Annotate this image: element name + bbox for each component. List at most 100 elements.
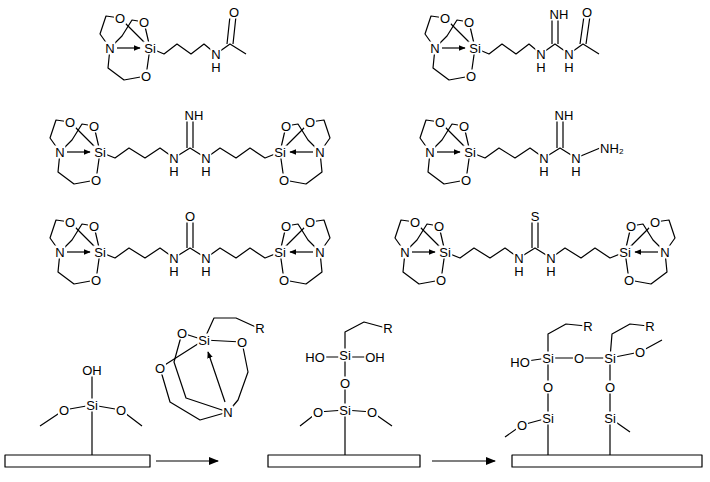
bond-line <box>228 342 248 412</box>
surface-substrate <box>268 455 420 467</box>
atom-label: O <box>280 220 292 233</box>
atom-label: H <box>168 165 179 178</box>
atom-label: H <box>513 265 524 278</box>
atom-label: H <box>200 265 211 278</box>
atom-label: O <box>604 381 616 394</box>
atom-label: H <box>538 165 549 178</box>
atom-label: H <box>570 165 581 178</box>
atom-label: O <box>236 336 248 349</box>
atom-label: O <box>64 116 76 129</box>
bond-line <box>227 16 236 44</box>
atom-label: O <box>623 274 635 287</box>
atom-label: S <box>530 210 541 223</box>
atom-label: N <box>168 152 179 165</box>
atom-label: O <box>463 16 475 29</box>
bond-line <box>204 318 258 340</box>
bond-line <box>432 460 495 461</box>
atom-label: N <box>570 152 581 165</box>
atom-label: O <box>278 174 290 187</box>
atom-label: NH <box>184 109 205 122</box>
atom-label: Si <box>603 352 617 365</box>
bond-line <box>100 148 280 158</box>
atom-label: N <box>200 252 211 265</box>
atom-label: O <box>460 174 472 187</box>
atom-label: N <box>429 42 440 55</box>
atom-label: O <box>649 216 661 229</box>
atom-label: R <box>254 322 265 335</box>
atom-label: O <box>409 216 421 229</box>
atom-label: O <box>339 377 351 390</box>
atom-label: R <box>644 320 655 333</box>
atom-label: O <box>114 12 126 25</box>
atom-label: N <box>200 152 211 165</box>
atom-label: N <box>659 246 670 259</box>
atom-label: N <box>538 152 549 165</box>
atom-label: OH <box>364 351 386 364</box>
atom-label: H <box>545 265 556 278</box>
atom-label: NH₂ <box>599 142 625 155</box>
atom-label: N <box>513 252 524 265</box>
bond-line <box>100 248 280 258</box>
atom-label: N <box>222 406 233 419</box>
atom-label: N <box>314 146 325 159</box>
atom-label: O <box>516 419 528 432</box>
atom-label: O <box>90 174 102 187</box>
atom-label: O <box>465 70 477 83</box>
atom-label: O <box>434 116 446 129</box>
atom-label: Si <box>463 146 477 159</box>
atom-label: O <box>278 274 290 287</box>
bond-line <box>160 368 228 420</box>
atom-label: Si <box>541 352 555 365</box>
atom-label: R <box>382 322 393 335</box>
atom-label: Si <box>618 246 632 259</box>
atom-label: Si <box>273 146 287 159</box>
atom-label: O <box>140 70 152 83</box>
atom-label: O <box>88 220 100 233</box>
atom-label: O <box>228 6 240 19</box>
bond-line <box>174 333 228 412</box>
bond-line <box>445 248 625 258</box>
atom-label: H <box>200 165 211 178</box>
bond-line <box>580 16 590 44</box>
atom-label: O <box>439 12 451 25</box>
atom-label: O <box>280 120 292 133</box>
atom-label: Si <box>338 404 352 417</box>
atom-label: Si <box>541 412 555 425</box>
atom-label: O <box>184 210 196 223</box>
atom-label: Si <box>85 399 99 412</box>
atom-label: O <box>304 216 316 229</box>
bond-line <box>552 18 558 44</box>
atom-label: O <box>435 274 447 287</box>
atom-label: O <box>625 220 637 233</box>
atom-label: N <box>54 246 65 259</box>
atom-label: H <box>563 61 574 74</box>
bond-line <box>150 44 246 54</box>
atom-label: O <box>154 362 166 375</box>
surface-substrate <box>5 455 150 467</box>
atom-label: O <box>366 406 378 419</box>
atom-label: O <box>64 216 76 229</box>
atom-label: O <box>458 120 470 133</box>
atom-label: H <box>535 61 546 74</box>
atom-label: O <box>90 274 102 287</box>
bond-line <box>5 16 702 467</box>
atom-label: N <box>104 42 115 55</box>
atom-label: O <box>634 346 646 359</box>
atom-label: R <box>582 320 593 333</box>
atom-label: Si <box>93 246 107 259</box>
bond-line <box>187 222 193 248</box>
atom-label: N <box>399 246 410 259</box>
atom-label: Si <box>273 246 287 259</box>
bond-line <box>557 120 563 148</box>
atom-label: HO <box>509 356 531 369</box>
surface-substrate <box>512 455 702 467</box>
atom-label: O <box>115 404 127 417</box>
atom-label: H <box>168 265 179 278</box>
atom-label: O <box>573 352 585 365</box>
atom-label: Si <box>143 42 157 55</box>
atom-label: N <box>314 246 325 259</box>
atom-label: Si <box>468 42 482 55</box>
atom-label: O <box>88 120 100 133</box>
